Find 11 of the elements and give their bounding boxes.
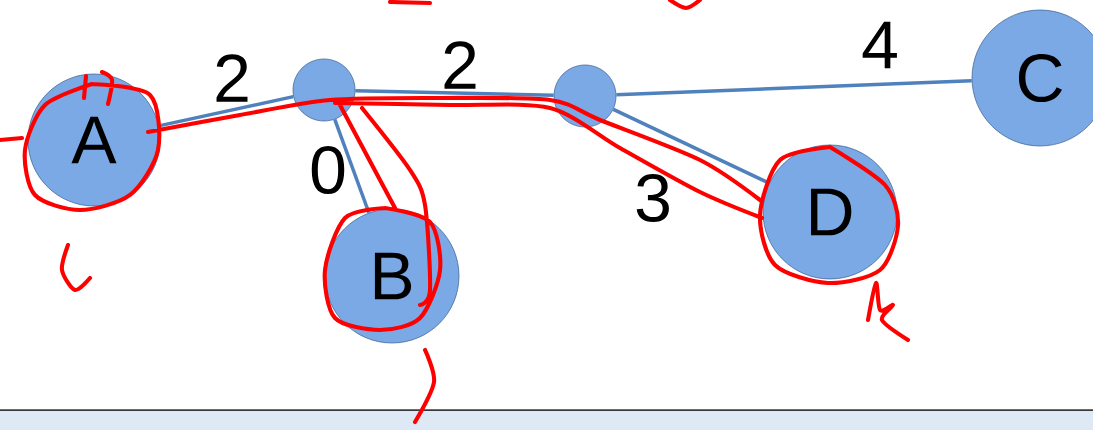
edge-line [355,88,554,98]
edge-line [616,78,972,97]
edge-label: 2 [444,41,476,89]
edge-label: 0 [311,145,345,195]
small-circle [553,64,617,128]
edge-line [158,94,294,128]
edge-label: 4 [862,21,897,69]
edge-label: 2 [216,54,248,102]
edge-line [333,118,371,214]
edge-label: 3 [636,173,669,223]
small-circle [292,58,356,122]
